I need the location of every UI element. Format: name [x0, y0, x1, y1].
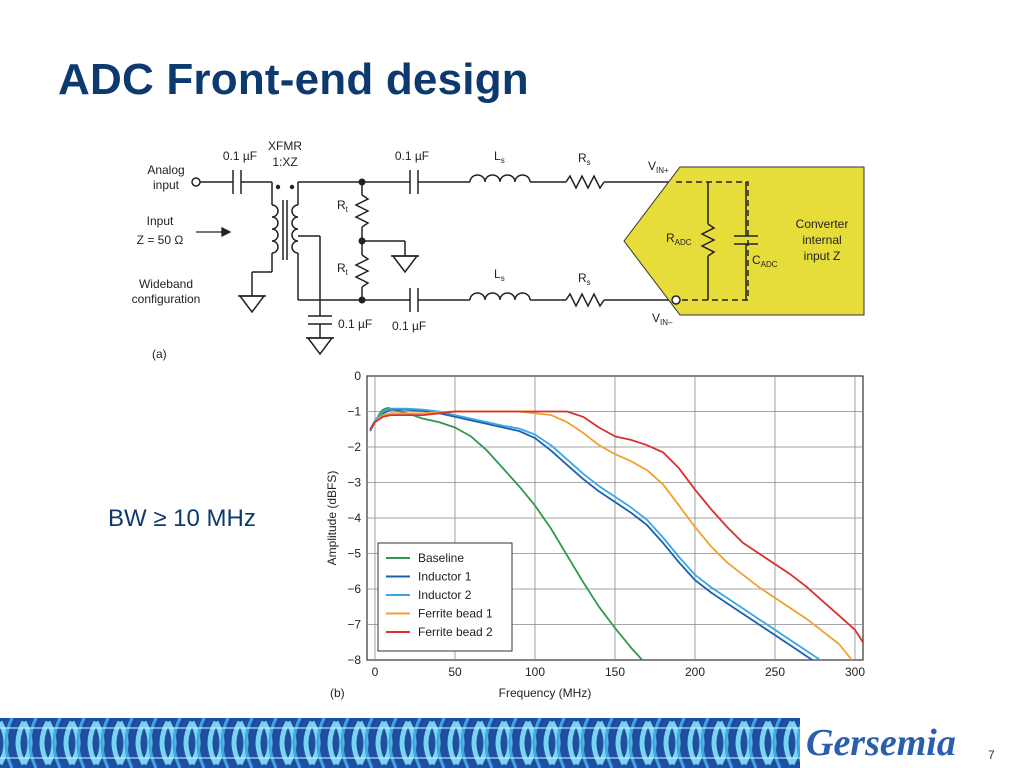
legend-entry: Inductor 2	[418, 588, 472, 602]
xfmr-dot-primary	[275, 184, 281, 190]
wideband-label-1: Wideband	[139, 277, 193, 291]
rs-bottom-resistor	[565, 292, 605, 308]
vin-plus-label: VIN+	[648, 159, 669, 175]
input-impedance-label-2: Z = 50 Ω	[137, 233, 184, 247]
input-impedance-label-1: Input	[147, 214, 174, 228]
converter-label-3: input Z	[804, 249, 841, 263]
y-axis-label: Amplitude (dBFS)	[325, 471, 339, 566]
bandwidth-note: BW ≥ 10 MHz	[108, 505, 256, 532]
series-line-2	[369, 407, 822, 660]
vin-minus-label: VIN–	[652, 311, 673, 327]
decorative-footer-pattern	[0, 718, 800, 768]
ls-bottom-label: Ls	[494, 267, 505, 283]
xfmr-dot-secondary	[289, 184, 295, 190]
ground-rt-mid	[391, 255, 419, 274]
legend-entry: Ferrite bead 2	[418, 625, 493, 639]
radc-label: RADC	[666, 231, 692, 247]
y-tick-labels: 0 −1 −2 −3 −4 −5 −6 −7 −8	[347, 369, 361, 667]
x-tick-label: 100	[525, 665, 545, 679]
rt-top-label: Rt	[337, 198, 349, 214]
gersemia-logo: Gersemia	[806, 722, 956, 764]
y-tick-label: 0	[354, 369, 361, 383]
input-cap-label: 0.1 µF	[223, 149, 257, 163]
schematic-panel-label: (a)	[152, 347, 167, 361]
ls-bottom-inductor	[469, 292, 531, 301]
y-tick-label: −5	[347, 547, 361, 561]
series-line-0	[369, 407, 643, 660]
series-line-4	[369, 410, 863, 643]
xfmr-label-2: 1:XZ	[272, 155, 297, 169]
cadc-label: CADC	[752, 253, 778, 269]
bottom-cap-label: 0.1 µF	[392, 319, 426, 333]
page-number: 7	[988, 748, 995, 762]
wideband-label-2: configuration	[132, 292, 201, 306]
analog-input-label-1: Analog	[147, 163, 184, 177]
radc-resistor	[700, 223, 716, 257]
x-tick-label: 300	[845, 665, 865, 679]
xfmr-label-1: XFMR	[268, 139, 302, 153]
rs-top-resistor	[565, 174, 605, 190]
rs-bottom-label: Rs	[578, 271, 591, 287]
adc-converter-block	[623, 166, 865, 316]
ground-center-tap	[306, 337, 334, 356]
legend-entry: Baseline	[418, 551, 464, 565]
chart-series	[369, 407, 863, 660]
y-tick-label: −7	[347, 618, 361, 632]
chart-panel-label: (b)	[330, 686, 345, 700]
rt-bottom-label: Rt	[337, 261, 349, 277]
legend-entry: Ferrite bead 1	[418, 607, 493, 621]
rt-top-resistor	[354, 194, 370, 228]
slide-title: ADC Front-end design	[58, 55, 529, 104]
series-line-1	[369, 408, 814, 660]
x-tick-label: 50	[448, 665, 462, 679]
x-tick-label: 150	[605, 665, 625, 679]
legend-entry: Inductor 1	[418, 570, 472, 584]
x-tick-labels: 0 50 100 150 200 250 300	[372, 665, 866, 679]
rs-top-label: Rs	[578, 151, 591, 167]
y-tick-label: −3	[347, 476, 361, 490]
rt-bottom-resistor	[354, 254, 370, 288]
top-cap-label: 0.1 µF	[395, 149, 429, 163]
ground-primary	[238, 295, 266, 314]
amplitude-frequency-chart: 0 −1 −2 −3 −4 −5 −6 −7 −8 0 50 100 150 200 250 300 Bas…	[325, 369, 866, 700]
vin-minus-terminal	[671, 295, 681, 305]
adc-front-end-schematic: Analog input Input Z = 50 Ω Wideband con…	[132, 139, 865, 361]
ls-top-label: Ls	[494, 149, 505, 165]
adc-internal-box	[676, 181, 749, 301]
y-tick-label: −6	[347, 582, 361, 596]
converter-label-1: Converter	[796, 217, 849, 231]
converter-label-2: internal	[802, 233, 841, 247]
y-tick-label: −1	[347, 405, 361, 419]
series-line-3	[369, 410, 853, 660]
xfmr-primary-coil	[271, 204, 279, 254]
analog-input-label-2: input	[153, 178, 180, 192]
y-tick-label: −2	[347, 440, 361, 454]
y-tick-label: −4	[347, 511, 361, 525]
xfmr-secondary-coil	[291, 204, 299, 254]
center-tap-cap-label: 0.1 µF	[338, 317, 372, 331]
y-tick-label: −8	[347, 653, 361, 667]
x-tick-label: 250	[765, 665, 785, 679]
x-tick-label: 0	[372, 665, 379, 679]
x-tick-label: 200	[685, 665, 705, 679]
ls-top-inductor	[469, 174, 531, 183]
x-axis-label: Frequency (MHz)	[499, 686, 592, 700]
